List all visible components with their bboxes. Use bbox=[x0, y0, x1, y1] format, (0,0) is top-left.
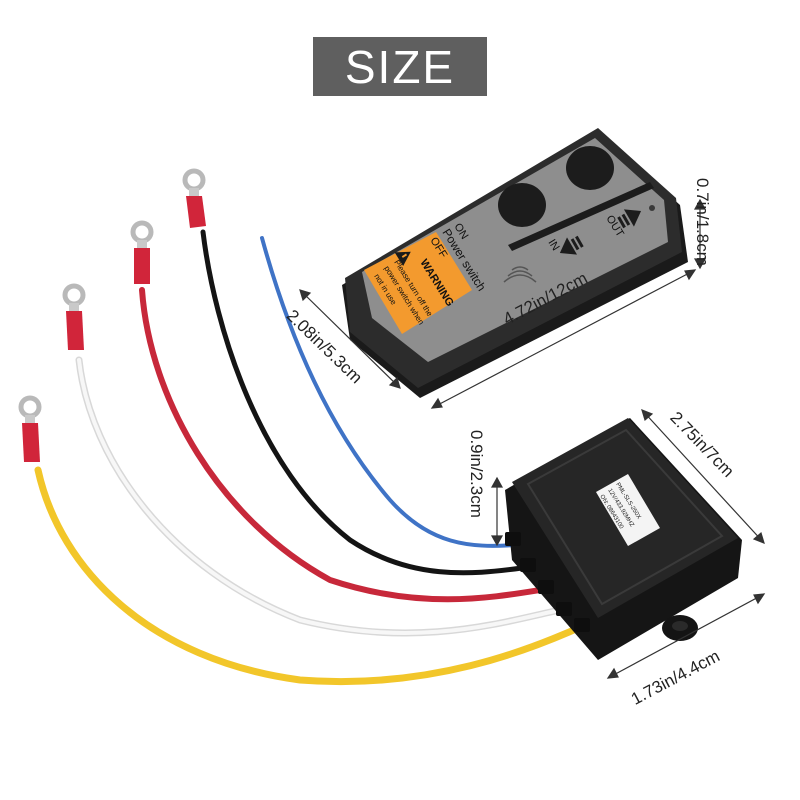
size-title: SIZE bbox=[344, 40, 456, 93]
warning-label bbox=[364, 232, 472, 334]
out-button bbox=[498, 183, 546, 227]
black-wire bbox=[200, 229, 525, 576]
ring-terminal-white-wire bbox=[62, 283, 86, 350]
ring-terminal-yellow-wire bbox=[18, 395, 42, 462]
receiver-box bbox=[505, 418, 742, 660]
wire-bundle bbox=[34, 229, 589, 686]
wireless-signal-icon bbox=[503, 266, 537, 283]
in-arrow-icon bbox=[559, 235, 584, 255]
remote-control bbox=[342, 128, 688, 398]
yellow-wire bbox=[34, 466, 589, 686]
white-wire bbox=[75, 356, 564, 637]
ring-terminal-black-wire bbox=[182, 168, 206, 228]
size-banner: SIZE bbox=[313, 37, 487, 96]
in-button bbox=[566, 146, 614, 190]
remote-thickness-dimension: 0.7in/1.8cm bbox=[693, 178, 712, 266]
dimension-lines bbox=[299, 198, 766, 679]
warning-triangle-icon bbox=[394, 251, 411, 266]
in-button-label: IN bbox=[545, 237, 561, 253]
ring-terminal-red-wire-1 bbox=[130, 220, 154, 284]
out-arrow-icon bbox=[617, 209, 642, 229]
receiver-label bbox=[596, 474, 660, 546]
red-wire bbox=[139, 287, 543, 603]
receiver-height-dimension: 0.9in/2.3cm bbox=[467, 430, 486, 518]
blue-wire bbox=[260, 236, 517, 548]
